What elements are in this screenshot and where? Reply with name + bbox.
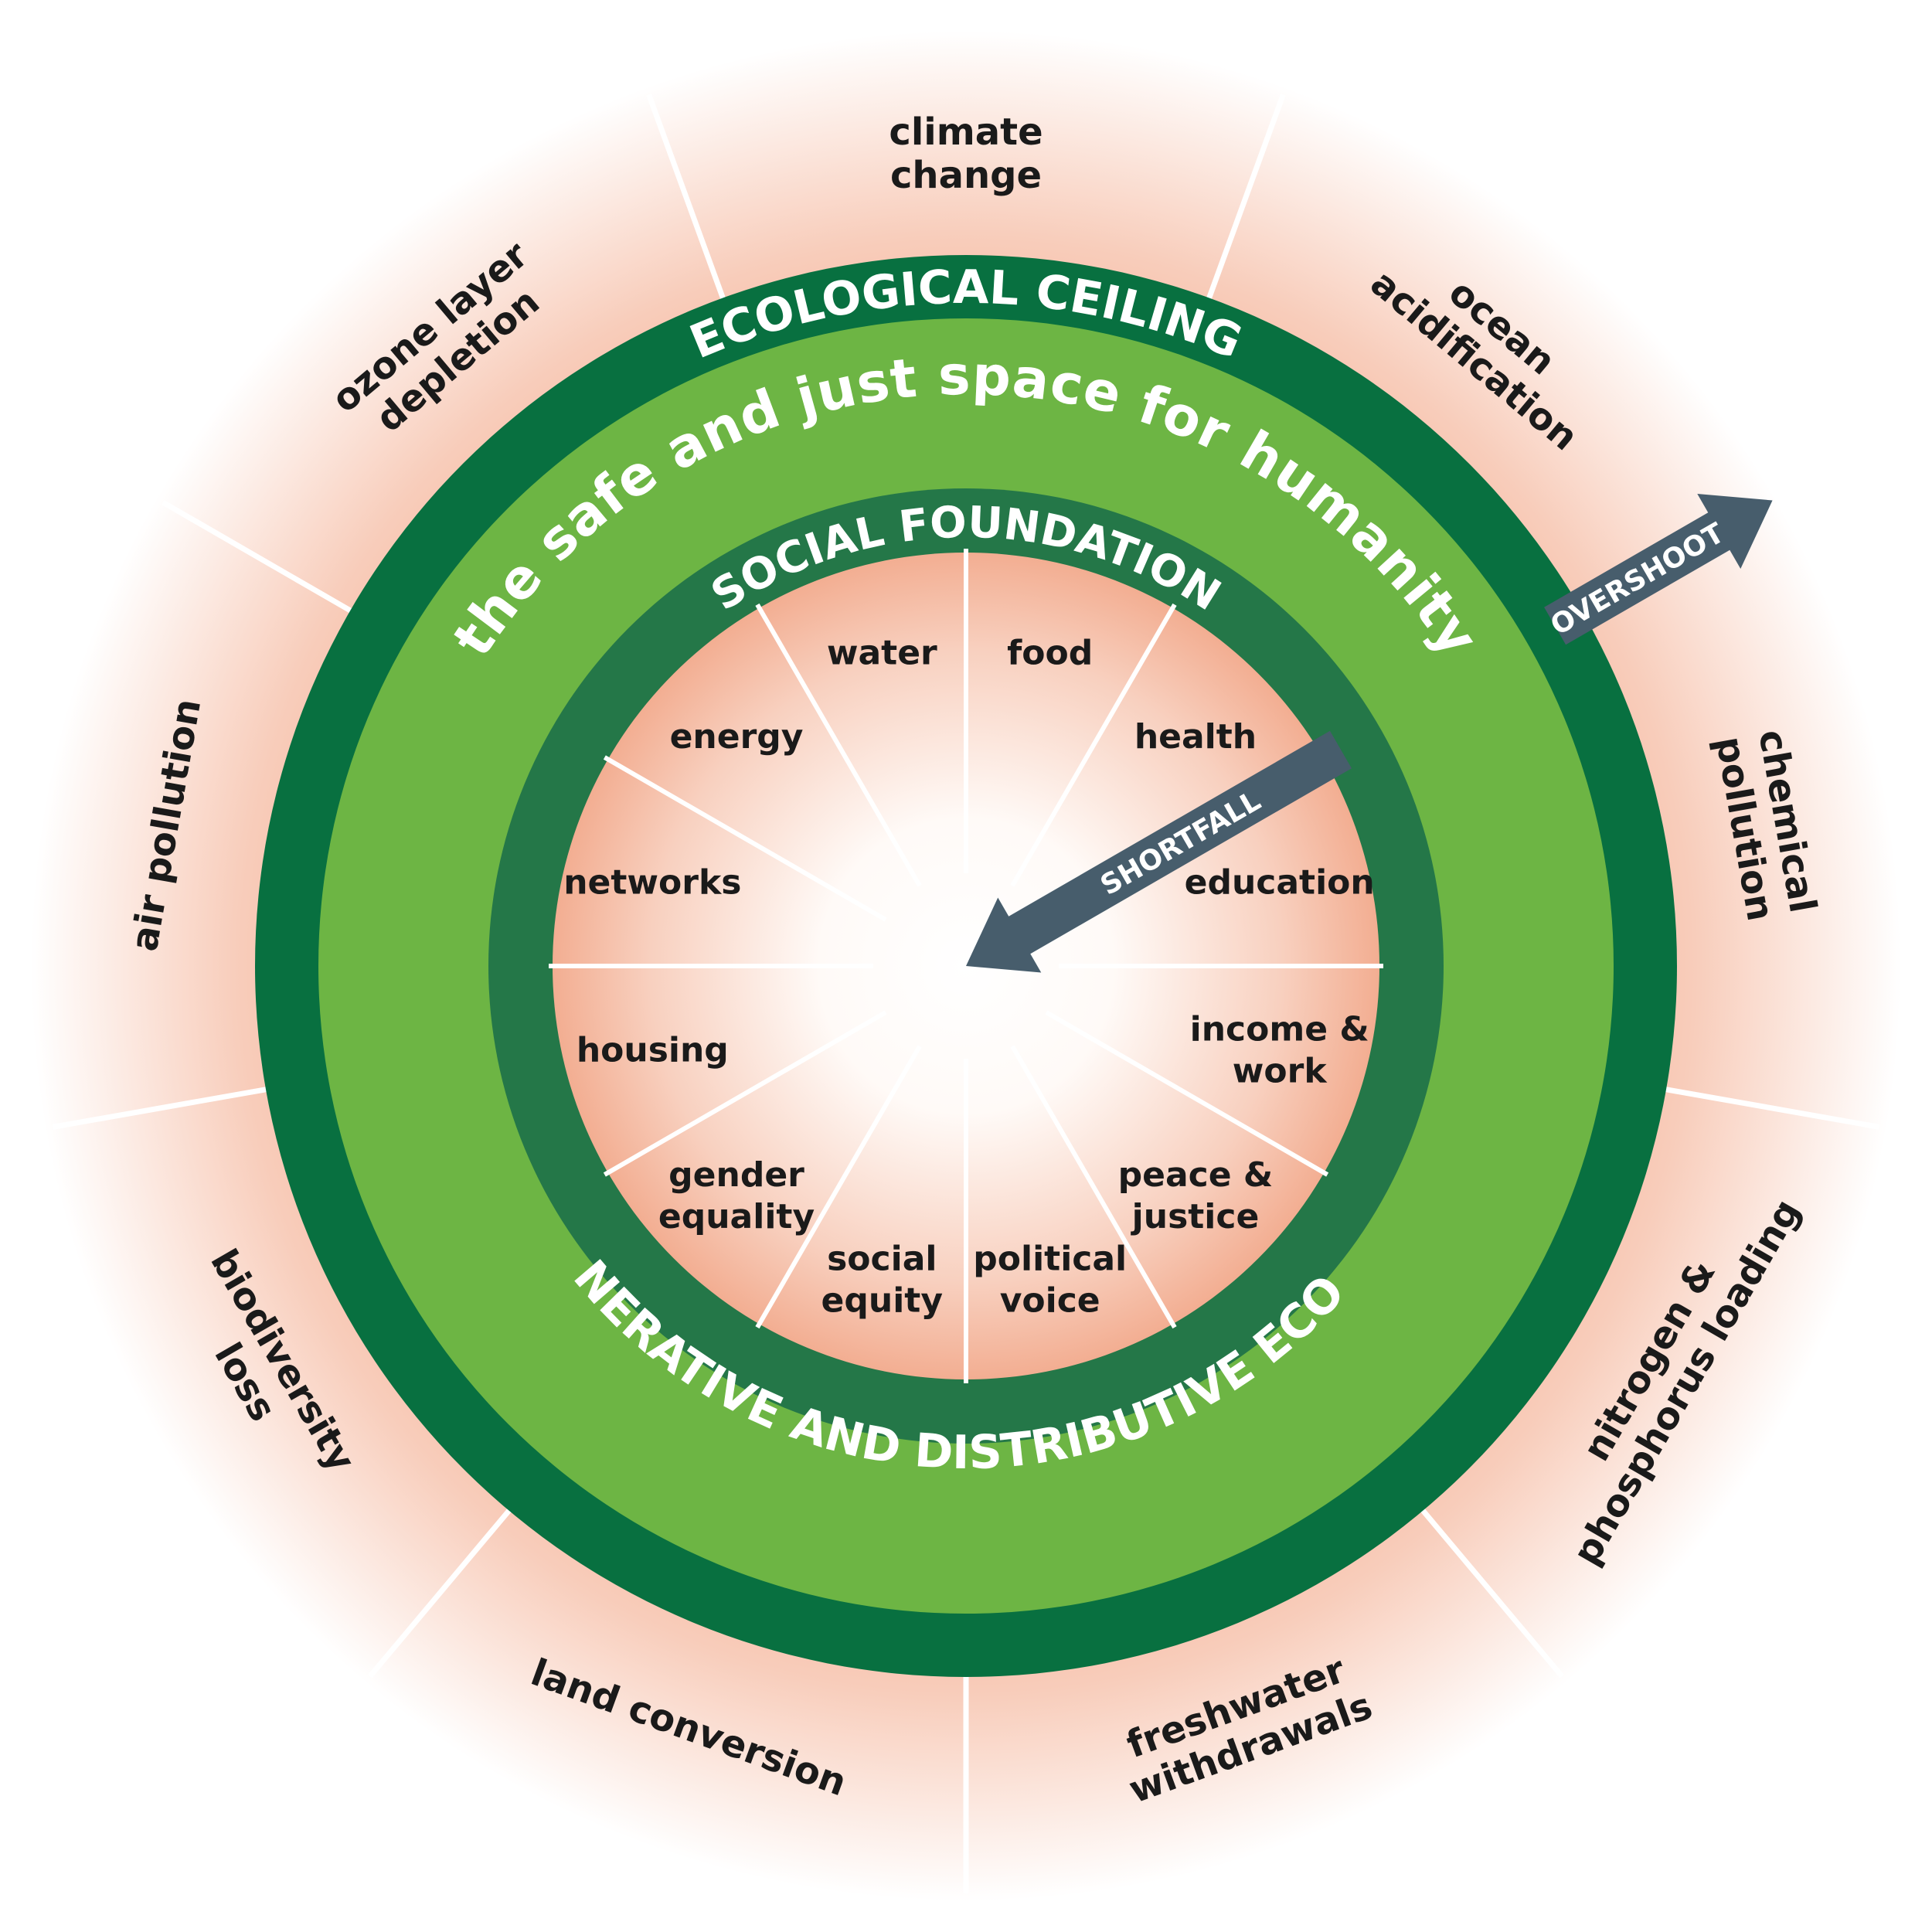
social-label-income-work: income &work [1190,1010,1369,1091]
inner-spoke [1010,603,1177,887]
outer-spoke [367,1502,516,1679]
outer-spoke [1203,94,1286,307]
overshoot-arrow-shape [1544,494,1773,645]
social-foundation-labels: water food health education income &work peac… [563,633,1375,1320]
social-label-food: food [1007,633,1093,672]
social-label-peace-justice: peace &justice [1118,1155,1274,1236]
outer-spoke [646,94,729,307]
social-label-health: health [1134,717,1257,757]
social-label-housing: housing [577,1031,729,1070]
inner-spoke [603,1010,887,1177]
inner-spoke [1010,1045,1177,1329]
outer-spoke [162,499,359,617]
inner-spoke [755,1045,922,1329]
social-label-water: water [827,633,937,672]
outer-spoke [1658,1085,1880,1130]
outer-spoke [1416,1502,1565,1679]
outer-spoke [52,1085,274,1130]
social-label-energy: energy [670,717,804,757]
inner-spoke [755,603,922,887]
shortfall-arrow-shape [966,730,1352,973]
inner-spoke [603,755,887,922]
social-label-education: education [1185,862,1375,902]
inner-spoke [1045,1010,1329,1177]
social-label-networks: networks [563,862,741,902]
